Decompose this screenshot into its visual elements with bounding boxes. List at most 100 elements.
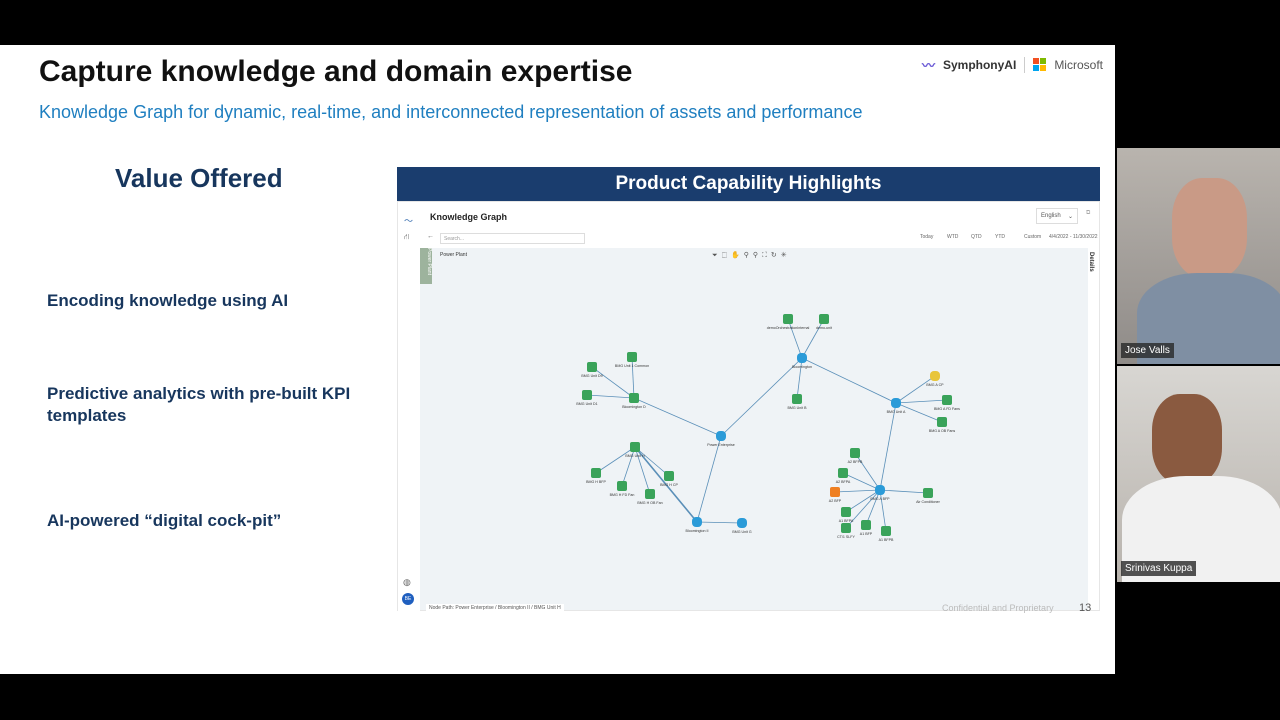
globe-icon[interactable]: ◍	[403, 577, 411, 587]
node-label: BMG A BFP	[870, 497, 890, 501]
graph-toolbar: ⏷⬚✋⚲⚲⛶↻✳	[712, 251, 791, 260]
confidential-footer: Confidential and Proprietary	[942, 603, 1054, 613]
graph-node[interactable]: BMG Unit D9	[581, 362, 603, 378]
wtd-button[interactable]: WTD	[947, 234, 959, 240]
language-value: English	[1041, 213, 1061, 219]
language-select[interactable]: English ⌄	[1036, 208, 1078, 224]
microsoft-logo: Microsoft	[1054, 57, 1103, 72]
graph-edge	[634, 446, 698, 523]
graph-node[interactable]: A1 BFPB	[879, 526, 894, 542]
search-input[interactable]: Search...	[440, 233, 585, 244]
graph-node[interactable]: CT/1 SLFY	[837, 523, 855, 539]
node-label: A1 BFPA	[839, 519, 854, 523]
graph-node[interactable]: BMG Unit G	[732, 518, 752, 534]
node-icon	[664, 471, 674, 481]
power-plant-side-tab[interactable]: Power Plant	[420, 248, 432, 284]
graph-node[interactable]: BMG A OB Fans	[929, 417, 956, 433]
graph-node[interactable]: BMG Unit A	[887, 398, 906, 414]
graph-node[interactable]: A1 BFP	[860, 520, 873, 536]
graph-node[interactable]: BMG H CP	[660, 471, 678, 487]
graph-edge	[895, 399, 948, 404]
graph-node[interactable]: Power Enterprise	[707, 431, 735, 447]
app-sidebar: 〜 ⛙ ◍ BE	[398, 202, 420, 612]
graph-node[interactable]: A2 BFPA	[836, 468, 851, 484]
graph-node[interactable]: demoOrchestrationInternal	[767, 314, 810, 330]
graph-node[interactable]: A1 BFPA	[839, 507, 854, 523]
node-icon	[627, 352, 637, 362]
graph-node[interactable]: demo-unit	[816, 314, 832, 330]
graph-node[interactable]: BMG H BFP	[586, 468, 606, 484]
layout-icon[interactable]: ✳	[780, 252, 791, 259]
node-label: demo-unit	[816, 326, 832, 330]
graph-node[interactable]: BMG A FD Fans	[934, 395, 960, 411]
symphonyai-logo-icon: 〰	[921, 58, 935, 73]
graph-node[interactable]: BMG H FD Fan	[610, 481, 635, 497]
node-label: BMG Unit D1	[576, 402, 597, 406]
node-icon	[937, 417, 947, 427]
qtd-button[interactable]: QTD	[971, 234, 982, 240]
select-icon[interactable]: ⬚	[721, 252, 731, 259]
graph-node[interactable]: Bloomington D	[622, 393, 646, 409]
graph-edge	[895, 402, 943, 423]
video-tile-jose-valls[interactable]: Jose Valls	[1117, 148, 1280, 364]
graph-node[interactable]: A2 BFP	[829, 487, 842, 503]
ytd-button[interactable]: YTD	[995, 234, 1005, 240]
graph-node[interactable]: A2 BFPB	[848, 448, 863, 464]
participant-name: Jose Valls	[1121, 343, 1174, 358]
node-label: BMG H OB Fan	[637, 501, 662, 505]
node-icon	[819, 314, 829, 324]
back-arrow-icon[interactable]: ←	[427, 233, 434, 240]
node-icon	[830, 487, 840, 497]
participant-video	[1172, 178, 1247, 278]
fit-icon[interactable]: ⛶	[762, 252, 771, 259]
node-label: BMG Unit D9	[581, 374, 602, 378]
chevron-down-icon: ⌄	[1067, 214, 1073, 220]
graph-edge	[865, 489, 881, 526]
capability-banner: Product Capability Highlights	[397, 167, 1100, 201]
date-range[interactable]: 4/4/2022 - 11/30/2022	[1049, 234, 1098, 240]
reset-icon[interactable]: ↻	[770, 252, 781, 259]
node-label: Bloomington II	[686, 529, 709, 533]
pan-icon[interactable]: ✋	[731, 252, 744, 259]
graph-node[interactable]: Air Conditioner	[916, 488, 941, 504]
node-label: BMG Unit A	[887, 410, 906, 414]
graph-node[interactable]: BMG Unit 1 Common	[615, 352, 649, 368]
graph-edge	[834, 489, 881, 493]
graph-node[interactable]: Bloomington II	[686, 517, 709, 533]
graph-icon[interactable]: ⛙	[404, 232, 410, 241]
node-icon	[841, 507, 851, 517]
graph-node[interactable]: BMG Unit D1	[576, 390, 598, 406]
graph-edge	[633, 397, 722, 437]
node-icon	[930, 371, 940, 381]
graph-node[interactable]: BMG Unit H	[625, 442, 645, 458]
node-icon	[737, 518, 747, 528]
node-label: demoOrchestrationInternal	[767, 326, 810, 330]
graph-edge	[801, 318, 825, 359]
node-label: BMG Unit 1 Common	[615, 364, 649, 368]
node-icon	[861, 520, 871, 530]
graph-node[interactable]: BMG H OB Fan	[637, 489, 663, 505]
video-tile-srinivas-kuppa[interactable]: Srinivas Kuppa	[1117, 366, 1280, 582]
node-icon	[716, 431, 726, 441]
node-icon	[582, 390, 592, 400]
today-button[interactable]: Today	[920, 234, 934, 240]
details-panel-toggle[interactable]: Details	[1088, 252, 1094, 272]
graph-canvas[interactable]	[420, 248, 1088, 610]
graph-node[interactable]: BMG Unit B	[788, 394, 808, 410]
node-icon	[891, 398, 901, 408]
filter-icon[interactable]: ⏷	[712, 252, 722, 259]
analytics-icon[interactable]: 〜	[404, 216, 414, 226]
node-icon	[783, 314, 793, 324]
custom-button[interactable]: Custom	[1024, 234, 1042, 240]
graph-node[interactable]: BMG A BFP	[870, 485, 890, 501]
zoom-in-icon[interactable]: ⚲	[743, 252, 753, 259]
graph-node[interactable]: Bloomington	[792, 353, 812, 369]
node-label: Air Conditioner	[916, 500, 941, 504]
export-icon[interactable]: ⧉	[1086, 210, 1091, 216]
node-label: BMG A FD Fans	[934, 407, 960, 411]
graph-node[interactable]: BMG A CP	[926, 371, 944, 387]
graph-edge	[854, 452, 881, 491]
user-avatar[interactable]: BE	[402, 593, 414, 605]
zoom-out-icon[interactable]: ⚲	[752, 252, 762, 259]
